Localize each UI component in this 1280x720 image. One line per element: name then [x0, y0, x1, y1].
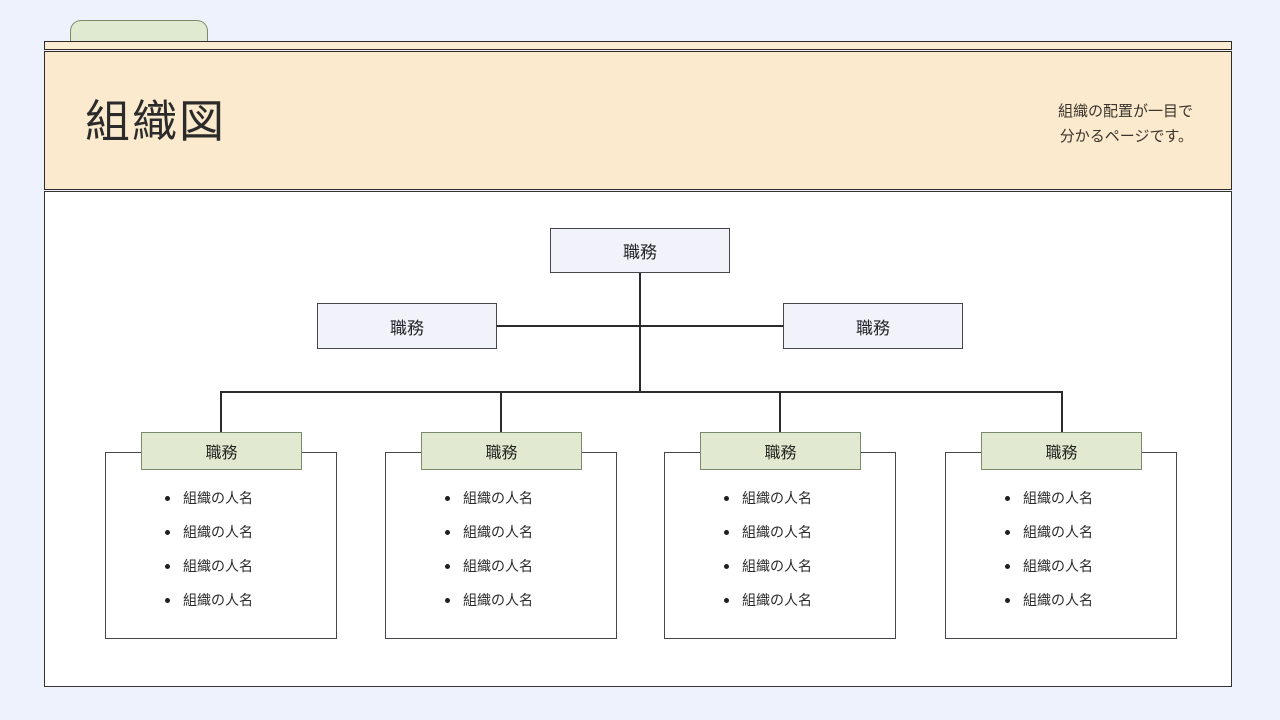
list-item: 組織の人名	[163, 524, 253, 540]
list-item: 組織の人名	[1003, 558, 1093, 574]
list-item: 組織の人名	[1003, 490, 1093, 506]
list-item: 組織の人名	[722, 524, 812, 540]
department-card-body	[664, 452, 896, 639]
department-card-title: 職務	[764, 445, 797, 462]
page-subtitle: 組織の配置が一目で 分かるページです。	[863, 99, 1193, 149]
department-card[interactable]: 職務 組織の人名 組織の人名 組織の人名 組織の人名	[385, 432, 617, 639]
org-node-mid-right[interactable]: 職務	[783, 303, 963, 349]
list-item: 組織の人名	[443, 524, 533, 540]
list-item: 組織の人名	[722, 558, 812, 574]
page-subtitle-line-2: 分かるページです。	[1059, 128, 1193, 145]
list-item: 組織の人名	[1003, 592, 1093, 608]
list-item: 組織の人名	[163, 558, 253, 574]
list-item: 組織の人名	[443, 558, 533, 574]
department-card-header[interactable]: 職務	[141, 432, 302, 470]
list-item: 組織の人名	[722, 490, 812, 506]
department-card[interactable]: 職務 組織の人名 組織の人名 組織の人名 組織の人名	[945, 432, 1177, 639]
department-member-list: 組織の人名 組織の人名 組織の人名 組織の人名	[443, 490, 533, 626]
list-item: 組織の人名	[163, 490, 253, 506]
page-subtitle-line-1: 組織の配置が一目で	[1057, 103, 1193, 120]
org-node-top[interactable]: 職務	[550, 228, 730, 273]
org-node-mid-left[interactable]: 職務	[317, 303, 497, 349]
list-item: 組織の人名	[722, 592, 812, 608]
department-member-list: 組織の人名 組織の人名 組織の人名 組織の人名	[163, 490, 253, 626]
department-member-list: 組織の人名 組織の人名 組織の人名 組織の人名	[722, 490, 812, 626]
org-node-top-label: 職務	[623, 243, 657, 262]
department-card-title: 職務	[1045, 445, 1078, 462]
department-card-header[interactable]: 職務	[421, 432, 582, 470]
department-card-header[interactable]: 職務	[981, 432, 1142, 470]
department-card-body	[945, 452, 1177, 639]
list-item: 組織の人名	[163, 592, 253, 608]
slide-header: 組織図 組織の配置が一目で 分かるページです。	[44, 51, 1232, 190]
department-card[interactable]: 職務 組織の人名 組織の人名 組織の人名 組織の人名	[664, 432, 896, 639]
header-top-strip	[44, 41, 1232, 50]
page-title: 組織図	[85, 96, 227, 147]
list-item: 組織の人名	[443, 490, 533, 506]
org-node-mid-right-label: 職務	[856, 318, 890, 338]
list-item: 組織の人名	[443, 592, 533, 608]
department-card-header[interactable]: 職務	[700, 432, 861, 470]
department-member-list: 組織の人名 組織の人名 組織の人名 組織の人名	[1003, 490, 1093, 626]
department-card[interactable]: 職務 組織の人名 組織の人名 組織の人名 組織の人名	[105, 432, 337, 639]
department-card-title: 職務	[205, 445, 238, 462]
org-node-mid-left-label: 職務	[390, 318, 424, 338]
department-card-title: 職務	[485, 445, 518, 462]
list-item: 組織の人名	[1003, 524, 1093, 540]
